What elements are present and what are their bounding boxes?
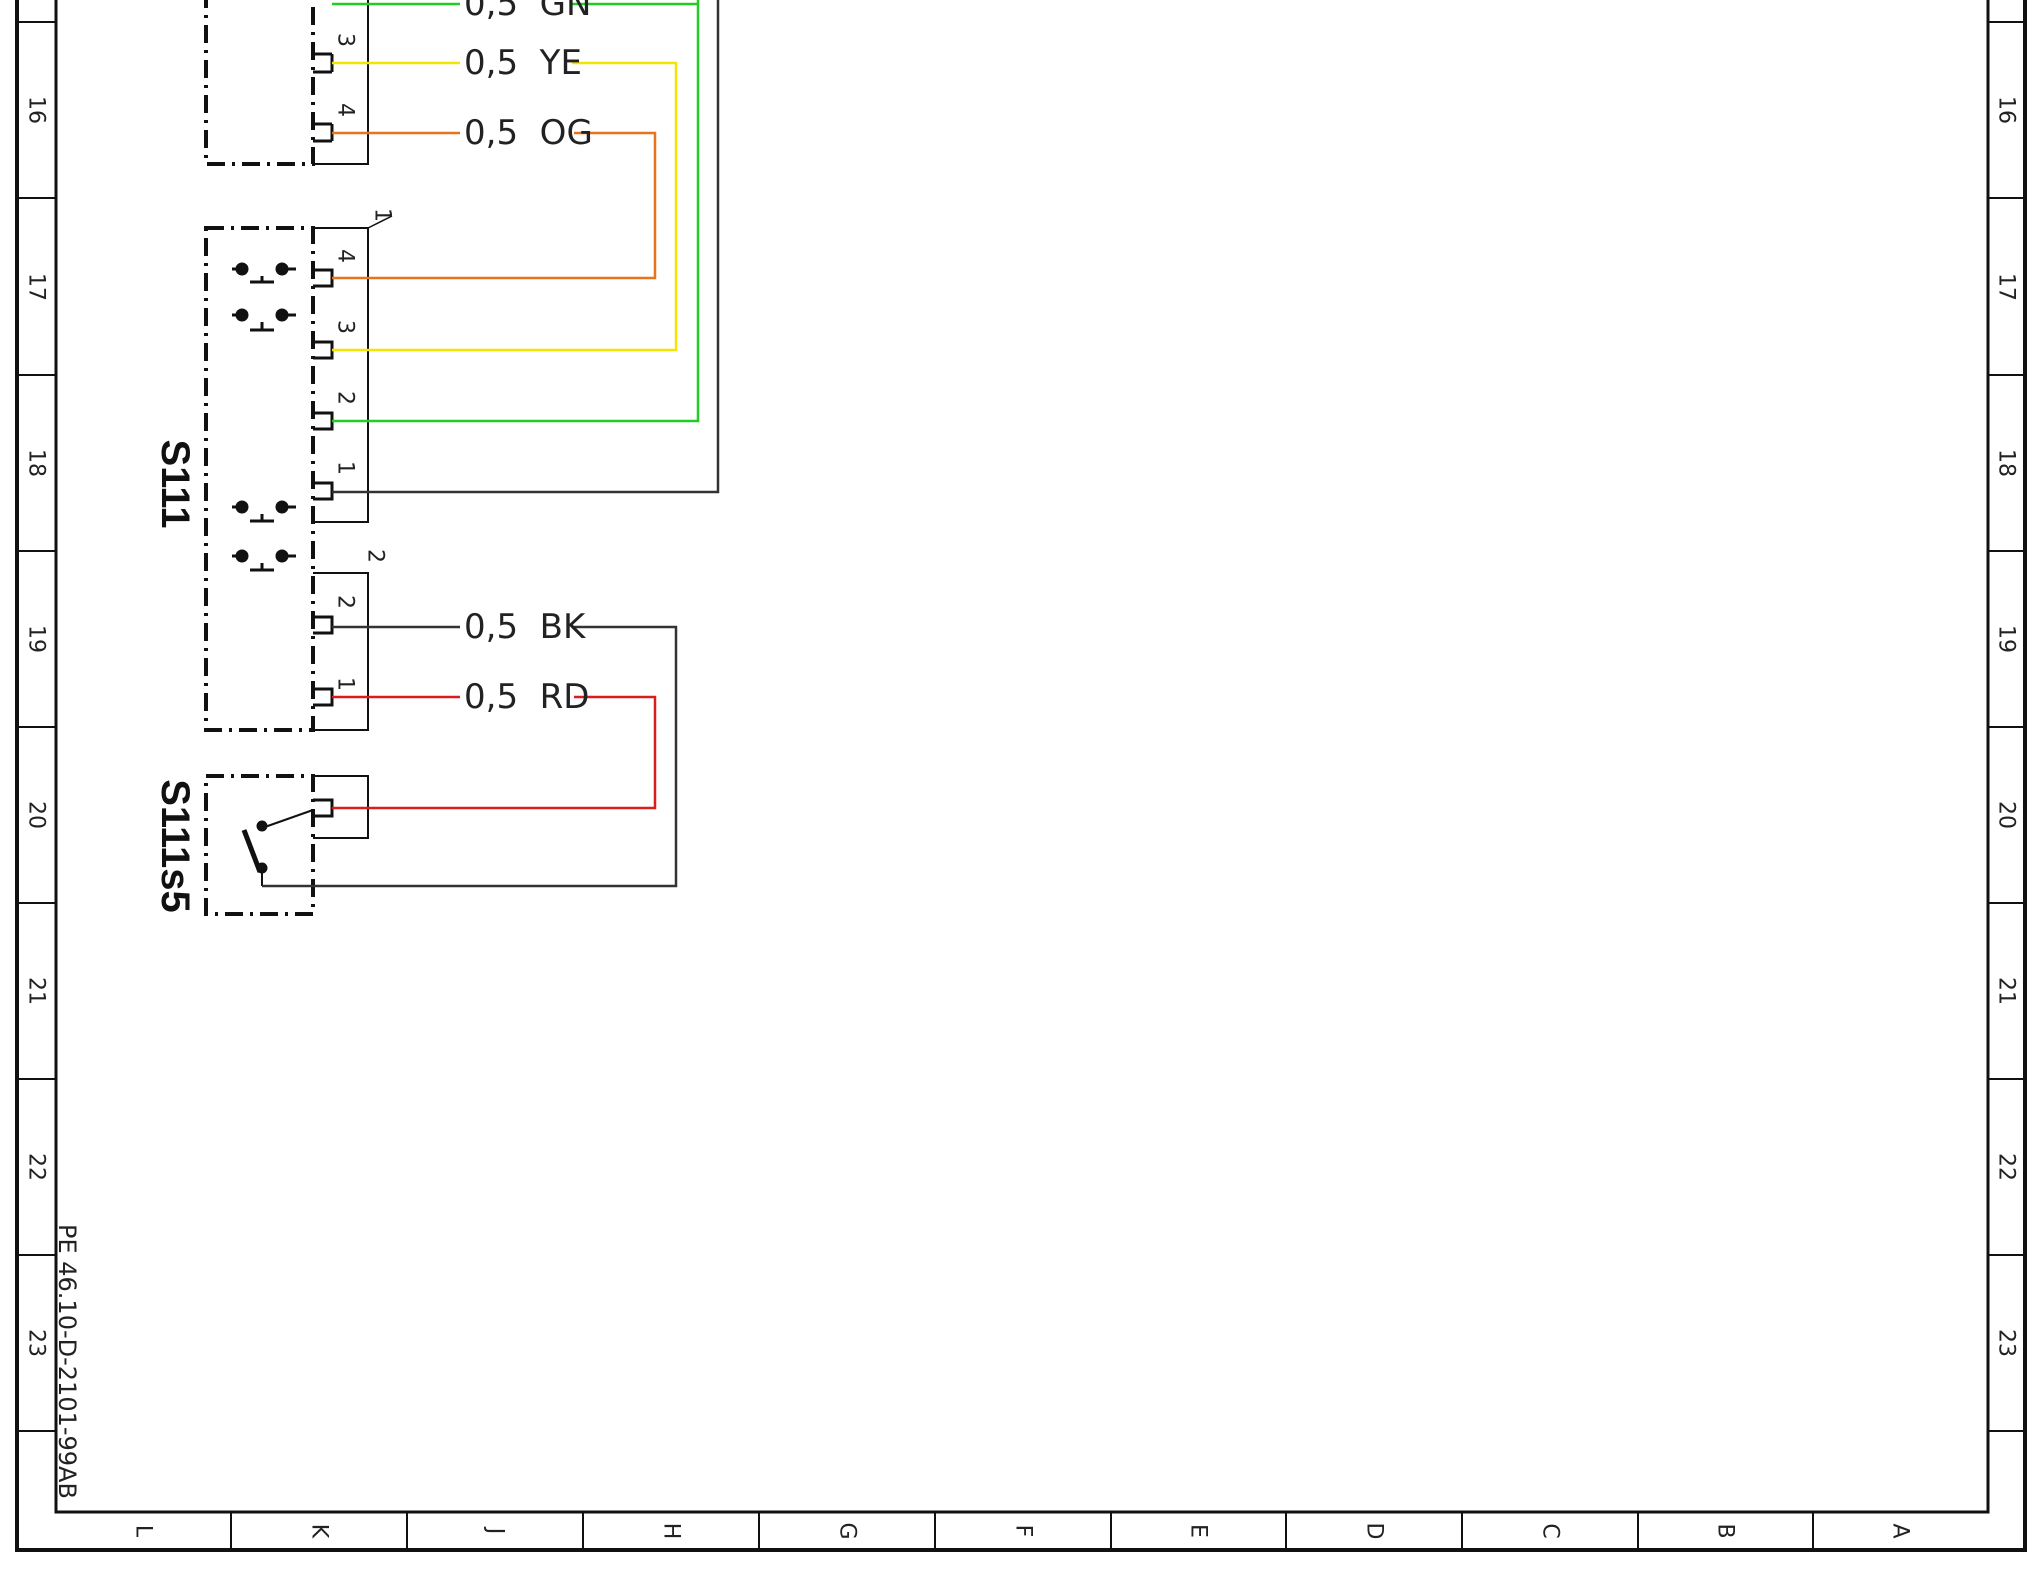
contact-symbol — [232, 500, 296, 523]
row-label: 22 — [1994, 1153, 2019, 1181]
plug-1-tick — [367, 215, 393, 229]
wire-rd-run — [332, 695, 657, 810]
s111-module: 1 2 4 3 2 1 2 1 — [153, 208, 395, 732]
row-label: 21 — [1994, 977, 2019, 1005]
row-label: 20 — [1994, 801, 2019, 829]
column-label: A — [1888, 1523, 1913, 1538]
row-label: 16 — [1994, 96, 2019, 124]
drawing-frame — [15, 0, 2027, 1552]
pin-label: 1 — [333, 461, 358, 475]
wire-black-top — [332, 0, 720, 494]
wire-bk: 0,5 BK — [262, 607, 678, 888]
right-row-ticks — [1988, 21, 2025, 1432]
upper-component: 3 4 — [204, 0, 369, 166]
column-label: G — [835, 1522, 860, 1539]
column-ticks — [230, 1512, 1814, 1550]
pin-label: 4 — [333, 249, 358, 263]
s111-housing — [204, 226, 315, 732]
s111s5-housing — [204, 774, 315, 916]
plug-1-outline — [313, 227, 369, 523]
column-label: D — [1362, 1523, 1387, 1540]
s111-label: S111 — [153, 439, 197, 528]
terminal-brackets — [313, 268, 334, 707]
terminal-bracket — [313, 122, 334, 143]
column-label: E — [1186, 1524, 1211, 1538]
terminal-bracket — [313, 798, 334, 818]
row-label: 18 — [1994, 449, 2019, 477]
wire-ye-label: 0,5 YE — [464, 43, 582, 83]
row-label: 22 — [24, 1153, 49, 1181]
left-row-ticks — [17, 21, 56, 1432]
pin-label: 2 — [333, 595, 358, 609]
column-label: F — [1011, 1525, 1036, 1538]
s111s5-switch: S111s5 — [153, 774, 369, 916]
wire-bk-label: 0,5 BK — [464, 607, 587, 647]
wire-ye: 0,5 YE — [332, 43, 678, 352]
right-row-labels: 16 17 18 19 20 21 22 23 — [1994, 96, 2019, 1357]
document-number: PE 46.10-D-2101-99AB — [53, 1224, 81, 1499]
terminal-bracket — [313, 52, 334, 74]
contact-symbol — [232, 549, 296, 572]
row-label: 20 — [24, 801, 49, 829]
contact-symbol — [232, 308, 296, 332]
pin-label: 3 — [333, 320, 358, 334]
wire-gn-label: 0,5 GN — [464, 0, 591, 24]
contact-symbol — [232, 262, 296, 284]
row-label: 17 — [1994, 273, 2019, 301]
wire-ye-run — [332, 61, 678, 352]
wire-og-run — [332, 131, 657, 280]
wire-og: 0,5 OG — [332, 113, 657, 280]
row-label: 21 — [24, 977, 49, 1005]
column-label: J — [483, 1526, 508, 1535]
plug-2-outline — [313, 572, 369, 731]
pin-label: 3 — [333, 33, 358, 47]
outer-border — [15, 0, 2027, 1552]
pin-label: 2 — [333, 391, 358, 405]
wire-bk-run — [262, 625, 678, 888]
wire-og-label: 0,5 OG — [464, 113, 593, 153]
row-label: 16 — [24, 96, 49, 124]
wire-rd: 0,5 RD — [332, 677, 657, 810]
column-labels: L K J H G F E D C B A — [131, 1522, 1913, 1539]
column-label: L — [131, 1525, 156, 1538]
s111s5-label: S111s5 — [153, 779, 197, 913]
pin-label: 1 — [333, 677, 358, 691]
column-label: B — [1713, 1523, 1738, 1538]
row-label: 23 — [24, 1329, 49, 1357]
column-label: H — [659, 1523, 684, 1540]
plug-label: 2 — [363, 549, 388, 563]
wire-rd-label: 0,5 RD — [464, 677, 590, 717]
wire-gn-run — [332, 2, 700, 423]
plug-label: 1 — [370, 208, 395, 222]
pin-label: 4 — [333, 103, 358, 117]
inner-border — [54, 0, 1990, 1514]
left-row-labels: 16 17 18 19 20 21 22 23 — [24, 96, 49, 1357]
wire-gn: 0,5 GN — [332, 0, 700, 423]
upper-plug-outline — [313, 0, 369, 165]
switch-contact-symbol — [241, 809, 314, 886]
row-label: 23 — [1994, 1329, 2019, 1357]
column-label: K — [307, 1524, 332, 1539]
row-label: 19 — [1994, 625, 2019, 653]
column-label: C — [1538, 1523, 1563, 1538]
row-label: 18 — [24, 449, 49, 477]
row-label: 19 — [24, 625, 49, 653]
upper-component-housing — [204, 0, 315, 166]
row-label: 17 — [24, 273, 49, 301]
